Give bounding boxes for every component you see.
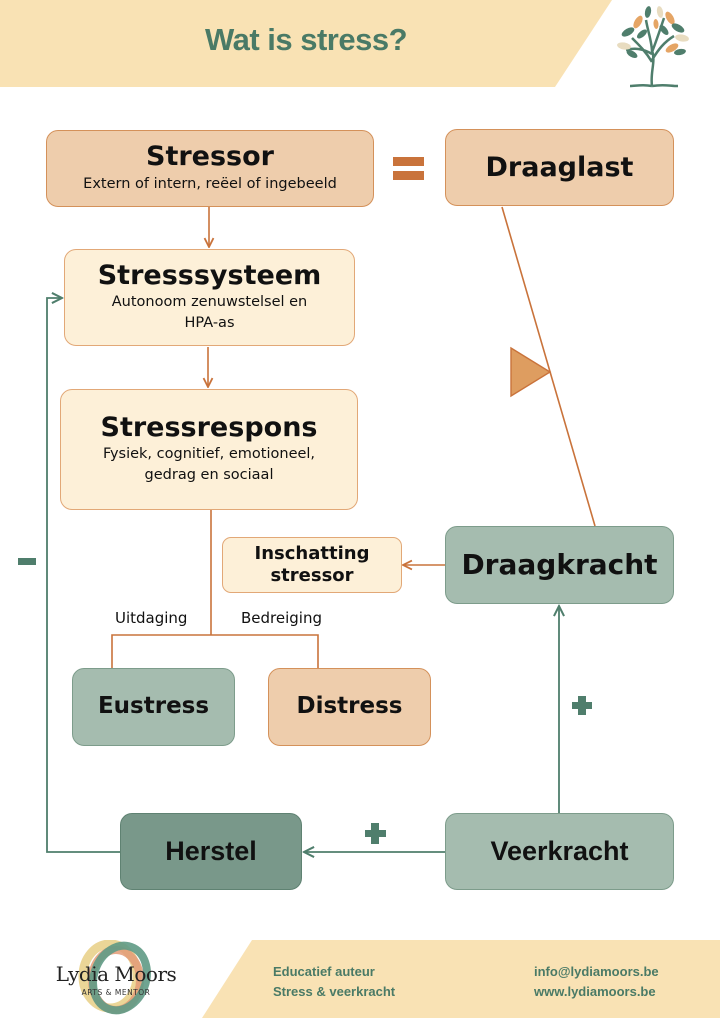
node-inschatting-stressor: Inschatting stressor bbox=[222, 537, 402, 593]
arrow-herstel-to-stresssysteem bbox=[46, 298, 120, 853]
node-veerkracht-title: Veerkracht bbox=[490, 835, 629, 866]
node-draagkracht-title: Draagkracht bbox=[461, 547, 658, 581]
header-band bbox=[0, 0, 612, 87]
node-herstel: Herstel bbox=[120, 813, 302, 890]
node-herstel-title: Herstel bbox=[165, 835, 257, 866]
node-stressor: Stressor Extern of intern, reëel of inge… bbox=[46, 130, 374, 207]
node-stressrespons-title: Stressrespons bbox=[100, 411, 318, 443]
brand-name: Lydia Moors bbox=[55, 962, 177, 986]
node-distress: Distress bbox=[268, 668, 431, 746]
node-stresssysteem-subtitle-1: Autonoom zenuwstelsel en bbox=[111, 294, 308, 311]
line-branch-eustress-distress bbox=[111, 634, 319, 668]
footer-band bbox=[202, 940, 720, 1018]
node-stressor-title: Stressor bbox=[146, 141, 274, 173]
footer-contact: info@lydiamoors.be www.lydiamoors.be bbox=[534, 962, 659, 1002]
node-draaglast: Draaglast bbox=[445, 129, 674, 206]
plus-icon bbox=[572, 696, 592, 715]
edge-label-uitdaging: Uitdaging bbox=[115, 609, 188, 627]
tree-icon bbox=[617, 6, 689, 88]
node-eustress-title: Eustress bbox=[97, 693, 210, 720]
minus-icon bbox=[18, 558, 36, 565]
footer-role: Educatief auteur bbox=[273, 964, 375, 979]
node-eustress: Eustress bbox=[72, 668, 235, 746]
node-draagkracht: Draagkracht bbox=[445, 526, 674, 604]
edge-label-bedreiging: Bedreiging bbox=[241, 609, 322, 627]
node-distress-title: Distress bbox=[296, 693, 403, 720]
brand-tagline: ARTS & MENTOR bbox=[81, 988, 151, 997]
node-inschatting-title-2: stressor bbox=[270, 565, 354, 586]
footer-email-link[interactable]: info@lydiamoors.be bbox=[534, 964, 659, 979]
node-stressrespons-subtitle-1: Fysiek, cognitief, emotioneel, bbox=[102, 446, 316, 463]
node-veerkracht: Veerkracht bbox=[445, 813, 674, 890]
equals-icon bbox=[393, 157, 424, 180]
node-stressrespons: Stressrespons Fysiek, cognitief, emotion… bbox=[60, 389, 358, 510]
node-inschatting-title-1: Inschatting bbox=[254, 543, 370, 565]
triangle-fulcrum-icon bbox=[510, 346, 552, 398]
balance-line bbox=[501, 206, 596, 527]
node-stressor-subtitle: Extern of intern, reëel of ingebeeld bbox=[83, 175, 337, 192]
footer-website-link[interactable]: www.lydiamoors.be bbox=[534, 984, 656, 999]
node-stresssysteem-subtitle-2: HPA-as bbox=[184, 315, 235, 332]
node-stressrespons-subtitle-2: gedrag en sociaal bbox=[144, 467, 274, 484]
footer-topic: Stress & veerkracht bbox=[273, 984, 396, 999]
footer-author-info: Educatief auteur Stress & veerkracht bbox=[273, 962, 395, 1002]
brand-logo-swirl-icon bbox=[78, 940, 151, 1015]
page-title: Wat is stress? bbox=[204, 22, 408, 57]
node-stresssysteem-title: Stresssysteem bbox=[97, 259, 322, 291]
node-stresssysteem: Stresssysteem Autonoom zenuwstelsel en H… bbox=[64, 249, 355, 346]
plus-icon bbox=[365, 823, 386, 844]
node-draaglast-title: Draaglast bbox=[485, 151, 634, 183]
